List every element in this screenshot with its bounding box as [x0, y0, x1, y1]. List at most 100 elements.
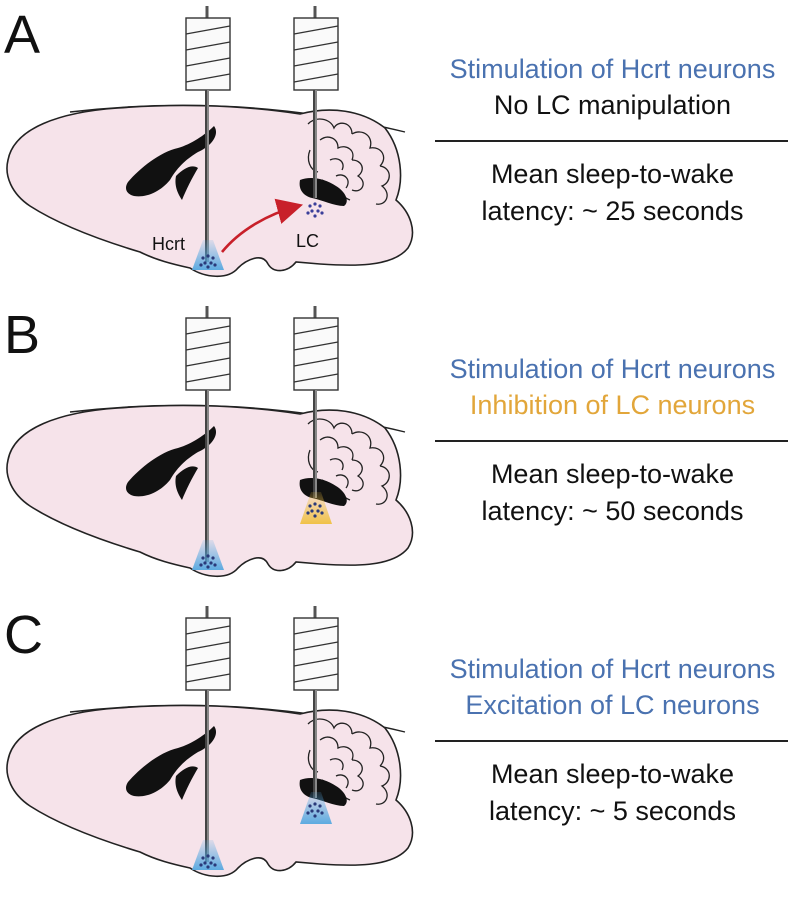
hcrt-neuron [206, 565, 210, 569]
cerebellum-fold [329, 158, 349, 189]
hcrt-neuron [203, 861, 207, 865]
projection-arrow [220, 198, 304, 253]
cerebellum-fold [351, 159, 364, 192]
cerebellum-fold [375, 165, 390, 205]
hcrt-neuron [206, 254, 210, 258]
cerebellum-fold [351, 431, 385, 467]
lc-neuron [313, 814, 317, 818]
hcrt-neuron [213, 263, 217, 267]
panel-c: C Stimulation of Hcrt neurons Excitation… [0, 600, 805, 900]
lc-neuron [316, 209, 320, 213]
lc-neuron [306, 811, 310, 815]
lc-neuron [308, 204, 312, 208]
result-label: Mean sleep-to-wake [490, 759, 735, 789]
lc-fiber [293, 6, 339, 198]
brain-outline [6, 704, 414, 878]
lc-label: LC [296, 231, 319, 251]
brain-diagram: Hcrt LC [6, 6, 414, 278]
lc-neuron [320, 211, 324, 215]
brain-diagram [6, 606, 414, 878]
hcrt-neuron [213, 863, 217, 867]
ventricle [126, 126, 217, 197]
condition-hcrt: Stimulation of Hcrt neurons [449, 354, 776, 384]
cerebellum-fold [351, 131, 385, 167]
cerebellum-fold [375, 465, 390, 505]
lc-neuron [308, 504, 312, 508]
lc-neuron [318, 204, 322, 208]
cerebellum-fold [351, 759, 364, 792]
hcrt-neuron [203, 561, 207, 565]
result-label: Mean sleep-to-wake [490, 459, 735, 489]
hcrt-fiber [185, 606, 231, 862]
result-value: latency: ~ 50 seconds [481, 496, 744, 526]
lc-fiber [293, 306, 339, 498]
lc-neuron [306, 511, 310, 515]
ventricle [175, 466, 198, 500]
lc-neuron [308, 804, 312, 808]
hcrt-neuron [201, 256, 205, 260]
hcrt-neuron [209, 261, 213, 265]
ventricle [299, 178, 347, 206]
ventricle [175, 766, 198, 800]
condition-hcrt: Stimulation of Hcrt neurons [449, 654, 776, 684]
cerebellum-fold [351, 731, 385, 767]
hcrt-neuron [206, 265, 210, 269]
lc-neuron [320, 811, 324, 815]
lc-neuron [318, 804, 322, 808]
lc-neuron [318, 504, 322, 508]
hcrt-neuron [203, 261, 207, 265]
cerebellum-fold [319, 436, 354, 461]
lc-neuron [320, 511, 324, 515]
result-label: Mean sleep-to-wake [490, 159, 735, 189]
divider [435, 440, 788, 442]
lc-neuron [313, 514, 317, 518]
ventricle [126, 726, 217, 797]
hcrt-neuron [199, 563, 203, 567]
divider [435, 740, 788, 742]
condition-lc: Inhibition of LC neurons [469, 390, 756, 420]
hcrt-neuron [201, 556, 205, 560]
lc-neuron [306, 211, 310, 215]
hcrt-neuron [206, 865, 210, 869]
panel-letter: B [4, 305, 41, 365]
hcrt-neuron [209, 561, 213, 565]
lc-neuron [310, 509, 314, 513]
panel-a: Hcrt LC A Stimulation of Hcrt neurons No … [0, 0, 805, 300]
cerebellum-fold [329, 458, 349, 489]
cerebellum-fold [375, 765, 390, 805]
lc-neuron [316, 509, 320, 513]
condition-lc: Excitation of LC neurons [465, 690, 760, 720]
brain-outline [6, 404, 414, 578]
cerebellum-fold [329, 758, 349, 789]
panel-b: B Stimulation of Hcrt neurons Inhibition… [0, 300, 805, 600]
hcrt-neuron [211, 556, 215, 560]
lc-light-cone [300, 792, 332, 824]
lc-neuron [313, 802, 317, 806]
hcrt-neuron [201, 856, 205, 860]
result-value: latency: ~ 5 seconds [489, 796, 736, 826]
lc-light-cone [300, 492, 332, 524]
condition-hcrt: Stimulation of Hcrt neurons [449, 54, 776, 84]
hcrt-neuron [213, 563, 217, 567]
lc-neuron [313, 202, 317, 206]
brain-diagram [6, 306, 414, 578]
hcrt-neuron [211, 856, 215, 860]
hcrt-neuron [209, 861, 213, 865]
lc-neuron [313, 214, 317, 218]
hcrt-neuron [206, 554, 210, 558]
cerebellum-fold [319, 736, 354, 761]
condition-lc: No LC manipulation [493, 90, 732, 120]
ventricle [126, 426, 217, 497]
divider [435, 140, 788, 142]
hcrt-fiber [185, 306, 231, 562]
panel-letter: A [4, 5, 41, 65]
brain-outline [6, 104, 414, 278]
lc-neuron [316, 809, 320, 813]
hcrt-neuron [199, 863, 203, 867]
hcrt-neuron [211, 256, 215, 260]
lc-neuron [313, 502, 317, 506]
ventricle [299, 478, 347, 506]
hcrt-label: Hcrt [152, 234, 185, 254]
cerebellum-fold [351, 459, 364, 492]
lc-neuron [310, 209, 314, 213]
